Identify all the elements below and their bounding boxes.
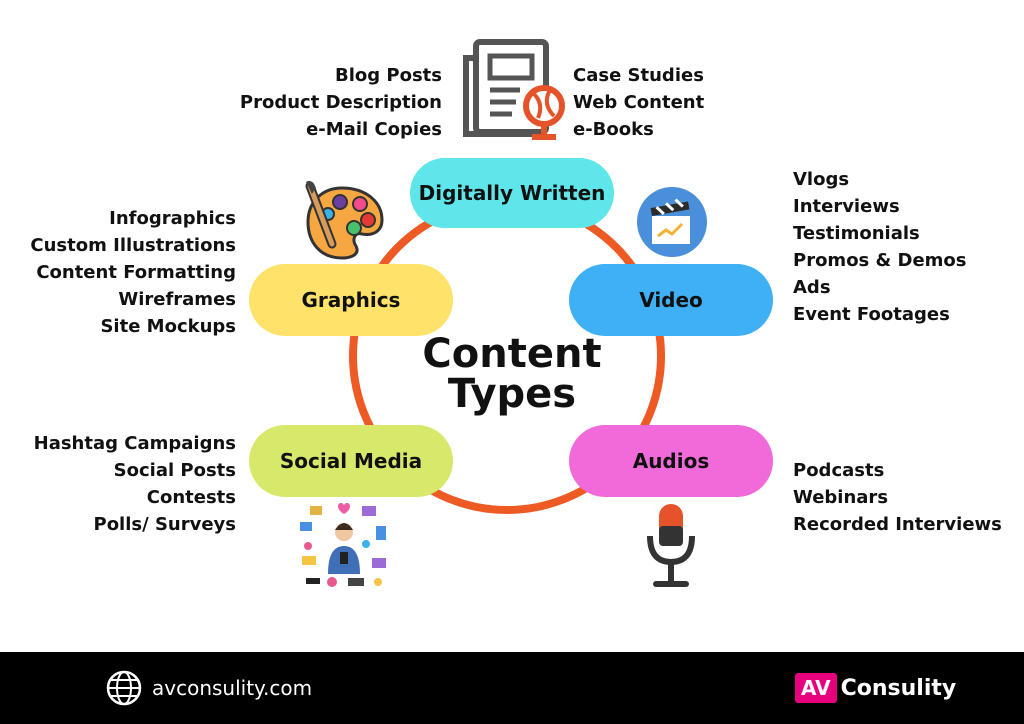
list-item: Contests — [146, 487, 236, 508]
clapperboard-icon — [637, 187, 707, 257]
node-video: Video — [569, 264, 773, 336]
center-title-line-1: Content — [422, 331, 602, 377]
written-list-left: Blog Posts Product Description e-Mail Co… — [240, 62, 442, 143]
list-item: Event Footages — [793, 304, 950, 325]
graphics-list: Infographics Custom Illustrations Conten… — [30, 205, 236, 340]
globe-icon — [106, 670, 142, 706]
list-item: Podcasts — [793, 460, 885, 481]
node-label: Digitally Written — [418, 181, 606, 205]
list-item: e-Books — [573, 119, 654, 140]
brand-logo: AV Consulity — [795, 671, 956, 705]
video-list: Vlogs Interviews Testimonials Promos & D… — [793, 166, 967, 328]
paint-palette-icon — [305, 180, 384, 260]
node-audios: Audios — [569, 425, 773, 497]
list-item: Promos & Demos — [793, 250, 967, 271]
node-graphics: Graphics — [249, 264, 453, 336]
list-item: Wireframes — [118, 289, 236, 310]
list-item: Hashtag Campaigns — [33, 433, 236, 454]
brand-mark: AV — [795, 673, 837, 703]
list-item: Content Formatting — [36, 262, 236, 283]
list-item: Interviews — [793, 196, 900, 217]
node-digitally-written: Digitally Written — [410, 158, 614, 228]
list-item: Social Posts — [113, 460, 236, 481]
list-item: Ads — [793, 277, 831, 298]
newspaper-globe-icon — [463, 39, 565, 140]
audio-list: Podcasts Webinars Recorded Interviews — [793, 457, 1002, 538]
list-item: Polls/ Surveys — [93, 514, 237, 535]
list-item: Testimonials — [793, 223, 920, 244]
written-list-right: Case Studies Web Content e-Books — [573, 62, 704, 143]
list-item: Vlogs — [793, 169, 850, 190]
center-title-line-2: Types — [447, 371, 577, 417]
list-item: e-Mail Copies — [306, 119, 442, 140]
list-item: Infographics — [109, 208, 236, 229]
website-text: avconsulity.com — [152, 676, 313, 700]
node-social-media: Social Media — [249, 425, 453, 497]
list-item: Site Mockups — [100, 316, 236, 337]
list-item: Product Description — [239, 92, 442, 113]
list-item: Webinars — [793, 487, 889, 508]
center-title: Content Types — [392, 334, 632, 414]
node-label: Video — [639, 288, 703, 312]
list-item: Custom Illustrations — [30, 235, 236, 256]
list-item: Blog Posts — [335, 65, 442, 86]
diagram: Content Types Digitally Written Graphics… — [30, 39, 1002, 587]
microphone-icon — [647, 504, 695, 587]
social-media-person-icon — [300, 503, 386, 587]
footer-bar: avconsulity.com AV Consulity — [0, 652, 1024, 724]
node-label: Audios — [632, 449, 710, 473]
brand-name: Consulity — [840, 675, 957, 701]
list-item: Recorded Interviews — [793, 514, 1002, 535]
node-label: Social Media — [279, 449, 423, 473]
list-item: Case Studies — [573, 65, 704, 86]
social-list: Hashtag Campaigns Social Posts Contests … — [34, 430, 236, 538]
website-link[interactable]: avconsulity.com — [152, 652, 312, 724]
list-item: Web Content — [573, 92, 705, 113]
node-label: Graphics — [301, 288, 401, 312]
